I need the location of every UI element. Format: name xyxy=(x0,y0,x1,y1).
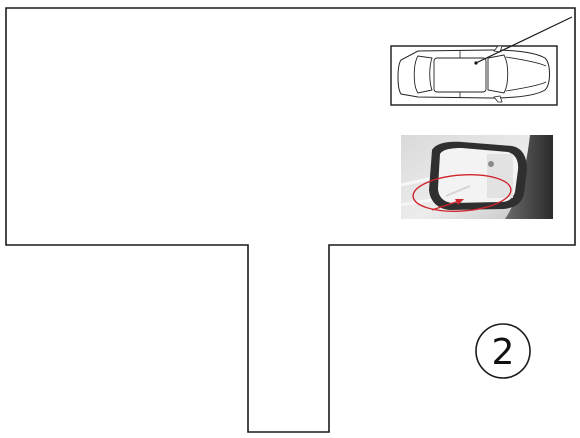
step-number-badge: 2 xyxy=(476,324,530,378)
car-top-view-icon xyxy=(391,46,557,105)
side-mirror-photo xyxy=(401,135,553,219)
step-number-label: 2 xyxy=(492,332,515,373)
